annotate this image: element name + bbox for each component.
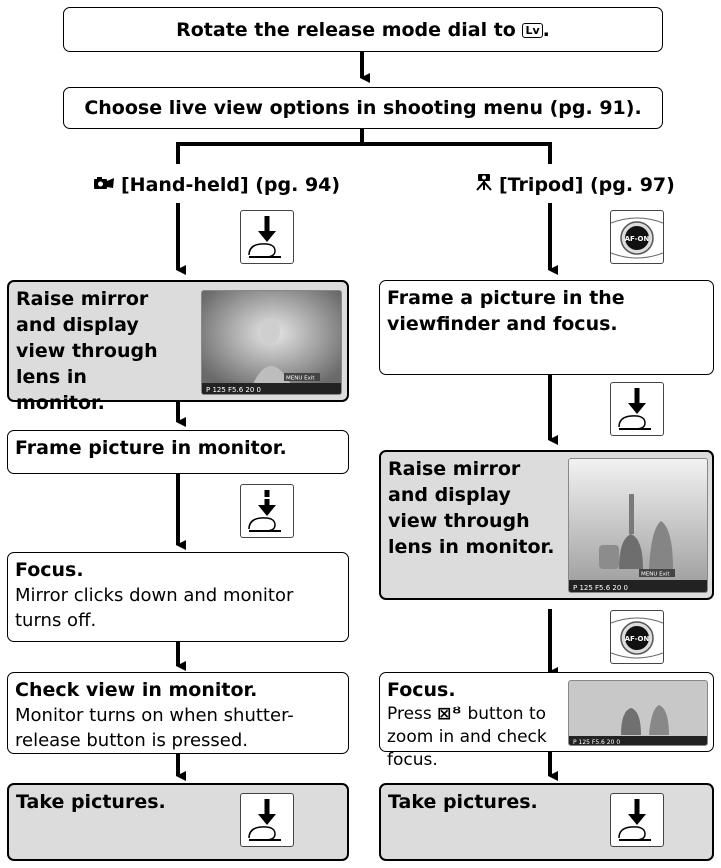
zoom-in-icon: ⊠ᴽ [437, 704, 463, 724]
step-choose-options: Choose live view options in shooting men… [63, 87, 663, 129]
svg-text:P 125 F5.6 20 0: P 125 F5.6 20 0 [573, 584, 628, 592]
shutter-press-icon-left-final [240, 793, 294, 847]
afon-button-icon: AF-ON [610, 210, 664, 264]
left-step-frame-picture: Frame picture in monitor. [7, 430, 349, 474]
svg-text:AF-ON: AF-ON [625, 635, 650, 643]
zoom-monitor-image: P 125 F5.6 20 0 [568, 680, 708, 746]
shutter-press-icon-right-final [610, 793, 664, 847]
branch-tripod: [Tripod] (pg. 97) [475, 173, 675, 197]
shutter-press-icon [240, 210, 294, 264]
svg-text:P 125 F5.6 20 0: P 125 F5.6 20 0 [206, 386, 261, 394]
afon-button-icon-right: AF-ON [610, 610, 664, 664]
svg-text:MENU Exit: MENU Exit [286, 376, 315, 382]
svg-text:MENU Exit: MENU Exit [641, 572, 670, 578]
svg-text:AF-ON: AF-ON [625, 235, 650, 243]
hand-held-icon [93, 175, 115, 191]
branch-hand-held: [Hand-held] (pg. 94) [93, 173, 340, 197]
svg-text:P 125 F5.6 20 0: P 125 F5.6 20 0 [573, 739, 620, 746]
live-view-monitor-image-left: P 125 F5.6 20 0 MENU Exit [201, 290, 342, 395]
right-step-frame-viewfinder: Frame a picture in the viewfinder and fo… [379, 280, 714, 375]
tripod-icon [475, 173, 493, 191]
step-rotate-dial: Rotate the release mode dial to Lv. [63, 7, 663, 52]
lv-mode-icon: Lv [522, 22, 543, 38]
left-step-take-pictures: Take pictures. [7, 783, 349, 861]
shutter-halfpress-icon-right [610, 382, 664, 436]
left-step-focus: Focus. Mirror clicks down and monitor tu… [7, 552, 349, 642]
step-rotate-dial-text: Rotate the release mode dial to [176, 18, 516, 41]
left-step-check-view: Check view in monitor. Monitor turns on … [7, 672, 349, 754]
live-view-monitor-image-right: P 125 F5.6 20 0 MENU Exit [568, 458, 708, 593]
shutter-halfpress-icon [240, 484, 294, 538]
